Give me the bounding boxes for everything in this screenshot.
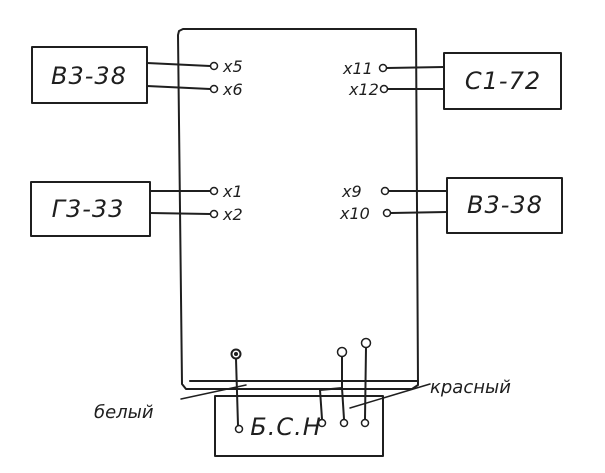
device-label-right-top: С1-72	[465, 67, 541, 95]
terminal-x9: x9	[341, 182, 390, 201]
wire-right-top-upper	[386, 66, 445, 69]
bsn-terminal-3	[360, 418, 370, 428]
wire-red-1	[319, 356, 343, 420]
terminal-label-x6: x6	[222, 80, 243, 99]
pointer-white	[180, 384, 247, 400]
wire-red-2	[341, 387, 345, 420]
bsn-terminal-white	[234, 424, 244, 434]
device-box-left-top: В3-38	[31, 46, 148, 104]
wire-right-bottom-lower	[390, 211, 448, 214]
main-panel	[177, 28, 419, 390]
wire-left-bottom-lower	[149, 212, 211, 215]
device-label-left-top: В3-38	[51, 62, 127, 90]
terminal-label-x2: x2	[222, 205, 243, 224]
terminal-x11: x11	[342, 59, 388, 78]
wire-label-red: красный	[430, 377, 511, 398]
wire-left-top-upper	[146, 62, 211, 67]
wire-left-top-lower	[146, 85, 211, 90]
device-label-bottom: Б.С.Н	[250, 413, 322, 441]
device-label-right-bottom: В3-38	[467, 191, 543, 219]
terminal-x12: x12	[348, 80, 389, 99]
terminal-label-x11: x11	[342, 59, 373, 78]
terminal-x5: x5	[209, 57, 243, 76]
wire-red-3	[364, 347, 367, 420]
terminal-label-x5: x5	[222, 57, 243, 76]
bsn-terminal-2	[339, 418, 349, 428]
bottom-terminal-right	[360, 337, 372, 349]
bottom-terminal-left	[230, 348, 242, 360]
terminal-label-x9: x9	[341, 182, 362, 201]
terminal-label-x1: x1	[222, 182, 243, 201]
device-label-left-bottom: Г3-33	[52, 195, 125, 223]
terminal-x2: x2	[209, 205, 243, 224]
device-box-bottom: Б.С.Н	[214, 395, 384, 457]
wire-label-white: белый	[94, 402, 154, 423]
wire-white	[235, 358, 239, 426]
terminal-label-x10: x10	[339, 204, 370, 223]
device-box-right-top: С1-72	[443, 52, 562, 110]
pointer-red	[349, 383, 431, 409]
device-box-left-bottom: Г3-33	[30, 181, 151, 237]
terminal-label-x12: x12	[348, 80, 379, 99]
terminal-x6: x6	[209, 80, 243, 99]
terminal-x10: x10	[339, 204, 392, 223]
terminal-x1: x1	[209, 182, 243, 201]
bottom-terminal-middle	[336, 346, 348, 358]
device-box-right-bottom: В3-38	[446, 177, 563, 234]
